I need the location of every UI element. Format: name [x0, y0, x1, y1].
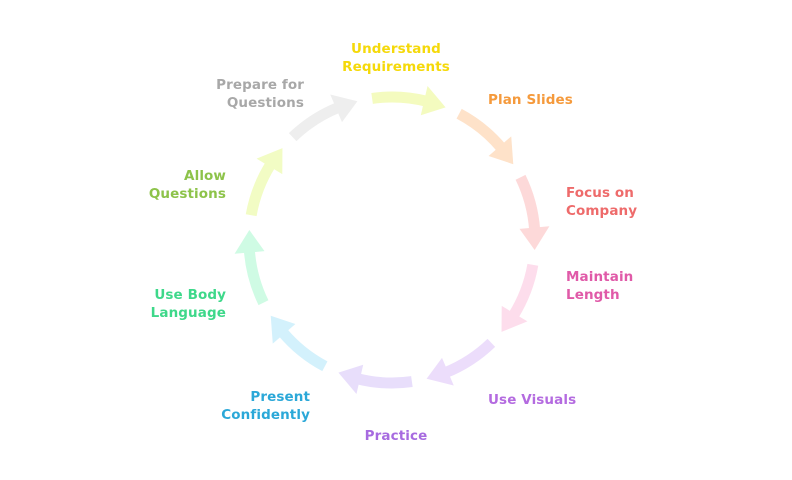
step-label-line: Length [566, 287, 620, 303]
arrow-head-icon [488, 136, 514, 165]
step-label-line: Language [150, 305, 226, 321]
arrow-shaft [356, 373, 413, 389]
step-label-line: Present [250, 389, 310, 405]
arrow-shaft [243, 249, 269, 306]
step-label-line: Company [566, 203, 638, 219]
cycle-arrow [501, 263, 539, 332]
cycle-arrow [371, 86, 446, 116]
step-label-line: Confidently [221, 407, 310, 423]
step-label: Use Visuals [488, 391, 576, 409]
step-label-line: Prepare for [216, 77, 304, 93]
step-label: Focus on Company [566, 184, 637, 220]
cycle-arrow [515, 174, 550, 250]
arrow-shaft [515, 174, 541, 231]
cycle-arrow [270, 315, 328, 372]
step-label-line: Questions [226, 95, 304, 111]
arrow-head-icon [256, 148, 283, 175]
arrow-head-icon [338, 364, 364, 394]
step-label-line: Understand [351, 41, 441, 57]
step-label-line: Focus on [566, 185, 634, 201]
step-label-line: Use Body [154, 287, 226, 303]
arrow-head-icon [330, 94, 358, 123]
arrow-shaft [456, 108, 506, 152]
step-label-line: Questions [148, 186, 226, 202]
arrow-head-icon [420, 86, 446, 116]
arrow-head-icon [270, 315, 296, 344]
step-label-line: Use Visuals [488, 392, 577, 408]
step-label: Plan Slides [488, 91, 573, 109]
arrow-head-icon [519, 226, 550, 250]
arrow-shaft [443, 338, 496, 378]
cycle-arrow [288, 94, 358, 142]
step-label-line: Allow [184, 168, 226, 184]
step-label-line: Maintain [566, 269, 634, 285]
step-label-line: Requirements [342, 59, 450, 75]
cycle-arrow [338, 364, 413, 394]
step-label: Practice [365, 427, 428, 445]
step-label-line: Plan Slides [488, 92, 573, 108]
arrow-shaft [371, 91, 428, 107]
arrow-head-icon [426, 357, 454, 386]
cycle-arrow [426, 338, 496, 386]
arrow-shaft [288, 102, 341, 142]
step-label-line: Practice [364, 428, 428, 444]
arrow-head-icon [234, 230, 265, 254]
arrow-shaft [508, 263, 539, 319]
arrow-shaft [278, 328, 328, 372]
cycle-arrow [456, 108, 514, 165]
cycle-arrow [245, 148, 283, 217]
cycle-arrow [234, 230, 269, 306]
arrow-head-icon [501, 305, 528, 332]
arrow-shaft [245, 161, 276, 217]
